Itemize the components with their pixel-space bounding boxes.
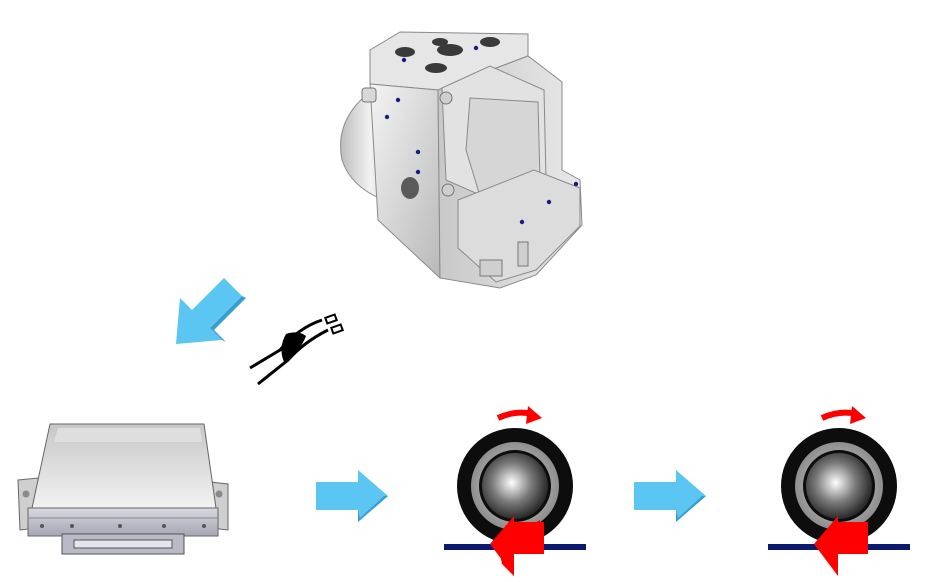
flow-arrow-right-icon bbox=[316, 470, 388, 522]
wheel-icon bbox=[768, 406, 910, 576]
sensor-plug-icon bbox=[249, 313, 345, 386]
wheel-icon bbox=[444, 406, 586, 576]
braking-force-arrow-icon bbox=[814, 516, 868, 576]
flow-arrow-down-left-icon bbox=[176, 278, 246, 344]
flow-arrow-right-icon bbox=[634, 470, 706, 522]
ecu-box-icon bbox=[17, 423, 229, 555]
hydraulic-unit-icon bbox=[340, 31, 583, 289]
